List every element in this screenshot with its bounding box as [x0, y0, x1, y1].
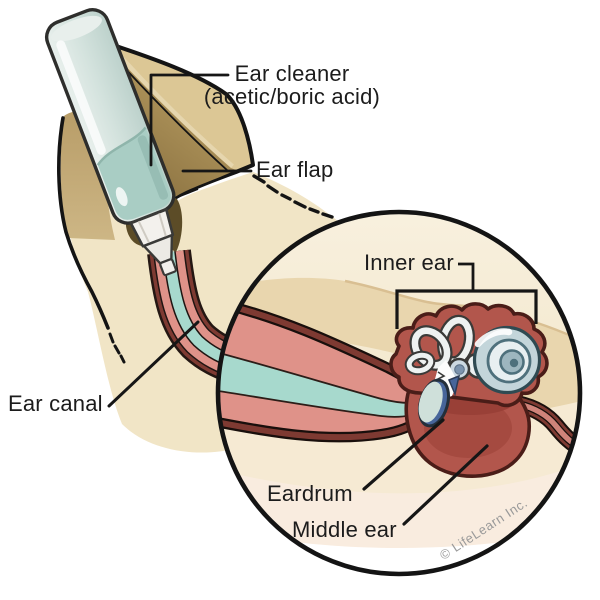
bottle-liquid-shade: [137, 135, 169, 200]
inner-ear-elbow: [458, 262, 475, 290]
inset-pink-wash: [220, 462, 578, 553]
bottle-liquid-surface: [96, 126, 147, 166]
middle-ear-leader: [402, 444, 489, 526]
skin-fur-dashes: [252, 174, 334, 219]
bottle-streak-highlight: [56, 40, 106, 155]
bottle-nozzle-tip: [159, 258, 178, 277]
inset-circle-content: [220, 214, 578, 572]
ear-canal-label: Ear canal: [8, 391, 103, 416]
eardrum-label: Eardrum: [267, 481, 353, 506]
ear-canal-leader: [107, 320, 200, 408]
cleaner-bottle: [44, 8, 178, 277]
ear-flap-label: Ear flap: [256, 157, 334, 182]
inner-ear-label: Inner ear: [364, 250, 454, 275]
cochlea: [447, 325, 542, 395]
ear-cleaner-label: Ear cleaner (acetic/boric acid): [193, 62, 391, 108]
middle-ear-label: Middle ear: [292, 517, 397, 542]
leader-lines: [107, 73, 538, 526]
ear-flap-fold-line: [120, 63, 229, 172]
outer-ear-drawing: [44, 8, 344, 453]
ear-cleaner-leader: [149, 73, 230, 167]
inset-circle-ring: [215, 209, 583, 577]
bottle-lower-highlight: [115, 187, 128, 207]
ear-flap-inner: [118, 58, 236, 212]
bottle-cap-shade: [137, 213, 167, 244]
inner-ear-bracket: [395, 289, 538, 329]
head-outline-left: [57, 116, 126, 364]
ear-cleaner-label-line1: Ear cleaner: [234, 61, 350, 86]
bottle-top-highlight: [51, 15, 102, 42]
eardrum-leader: [362, 418, 445, 491]
bottle-liquid: [97, 127, 171, 220]
ear-cleaner-label-line2: (acetic/boric acid): [203, 84, 381, 109]
eardrum: [417, 378, 451, 428]
